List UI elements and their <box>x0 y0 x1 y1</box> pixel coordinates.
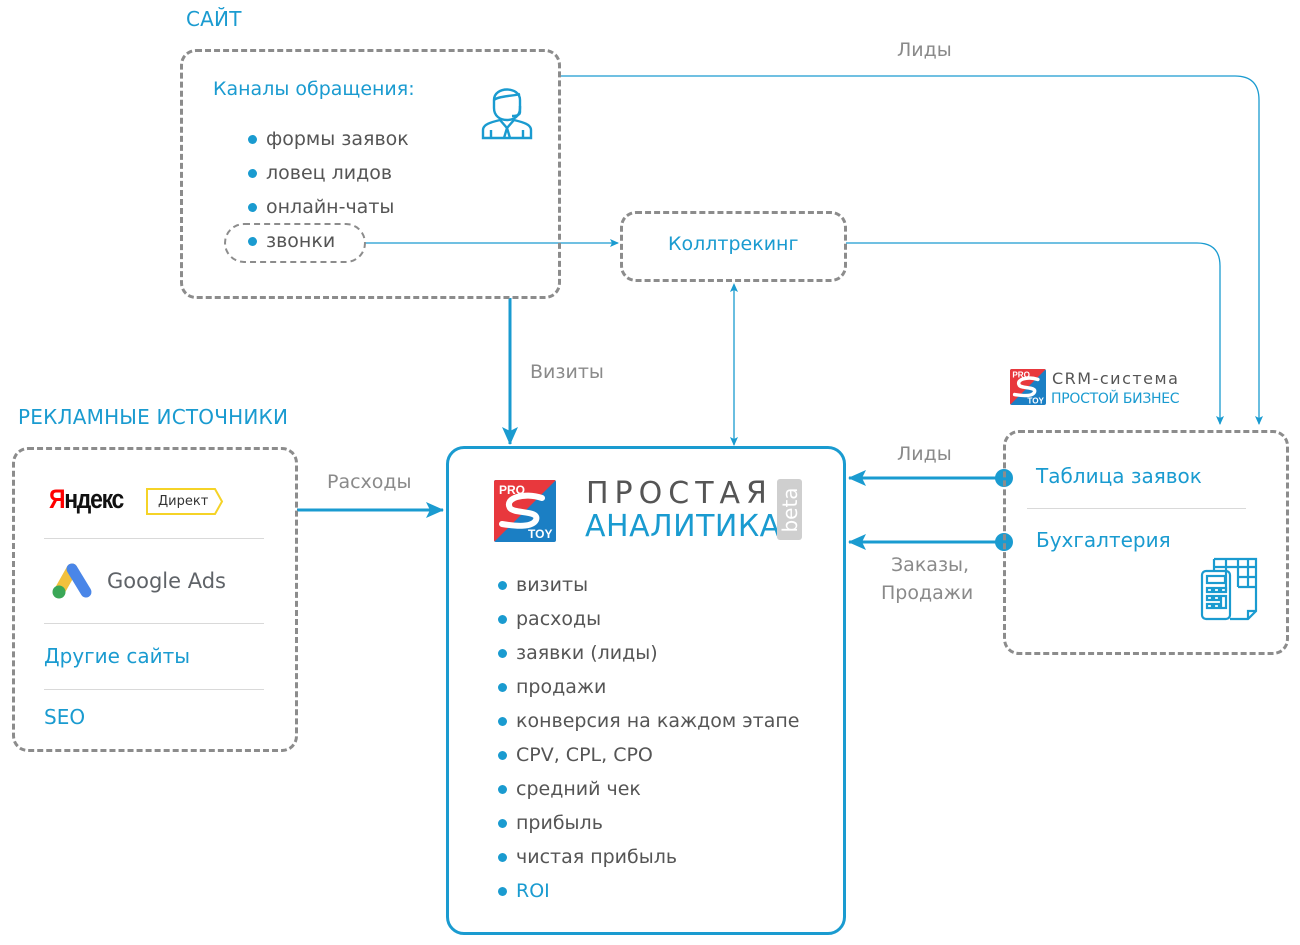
flow-label-visits: Визиты <box>530 361 604 383</box>
other-sites-label: Другие сайты <box>44 644 191 668</box>
bullet-dot <box>498 682 507 692</box>
crm-protoy-logo: PRO TOY <box>1010 369 1046 405</box>
crm-box <box>1003 430 1289 655</box>
divider <box>44 689 264 690</box>
analytics-title-line2: АНАЛИТИКА <box>585 509 781 544</box>
accounting-calculator-icon <box>1200 557 1260 627</box>
metric-item: заявки (лиды) <box>498 642 658 664</box>
direkt-badge: Директ <box>146 488 214 515</box>
calls-highlight-box <box>224 223 366 263</box>
channels-heading: Каналы обращения: <box>213 78 415 100</box>
metric-item: визиты <box>498 574 588 596</box>
bullet-dot <box>248 168 257 178</box>
site-box <box>180 49 561 299</box>
metric-label: средний чек <box>516 778 641 800</box>
bullet-dot <box>248 202 257 212</box>
divider <box>44 538 264 539</box>
flow-label-orders-1: Заказы, <box>891 554 970 576</box>
bullet-dot <box>498 716 507 726</box>
metric-item-roi: ROI <box>498 880 550 902</box>
analytics-title-line1: ПРОСТАЯ <box>586 476 773 511</box>
channel-item: онлайн-чаты <box>248 196 394 218</box>
bullet-dot <box>498 886 507 896</box>
beta-badge: beta <box>777 479 802 540</box>
bullet-dot <box>498 852 507 862</box>
direkt-label: Директ <box>158 494 209 509</box>
yandex-rest: ндекс <box>64 484 124 514</box>
metric-label: чистая прибыль <box>516 846 678 868</box>
calltracking-box <box>620 211 847 282</box>
channel-item: формы заявок <box>248 128 409 150</box>
metric-item: средний чек <box>498 778 641 800</box>
operator-headset-icon <box>478 78 536 144</box>
crm-title-line2: ПРОСТОЙ БИЗНЕС <box>1051 391 1180 407</box>
metric-label: конверсия на каждом этапе <box>516 710 800 732</box>
flow-label-orders-2: Продажи <box>881 582 974 604</box>
bullet-dot <box>248 236 257 246</box>
bullet-dot <box>498 580 507 590</box>
logo-text-toy: TOY <box>528 527 552 541</box>
flow-label-expenses: Расходы <box>327 471 412 493</box>
logo-text-toy: TOY <box>1027 396 1044 405</box>
channel-label: формы заявок <box>266 128 409 150</box>
metric-item: расходы <box>498 608 601 630</box>
google-ads-icon <box>51 561 95 605</box>
metric-item: продажи <box>498 676 606 698</box>
divider <box>1027 508 1246 509</box>
crm-item-accounting: Бухгалтерия <box>1036 528 1171 552</box>
crm-title-line1: CRM-система <box>1052 369 1180 388</box>
channel-item: ловец лидов <box>248 162 392 184</box>
ad-sources-box <box>12 447 298 752</box>
bullet-dot <box>498 648 507 658</box>
metric-item: конверсия на каждом этапе <box>498 710 799 732</box>
metric-label: ROI <box>516 880 550 902</box>
beta-label: beta <box>777 486 802 533</box>
site-section-title: САЙТ <box>186 7 242 31</box>
seo-label: SEO <box>44 705 86 729</box>
metric-label: расходы <box>516 608 602 630</box>
logo-text-pro: PRO <box>1012 371 1030 380</box>
metric-label: визиты <box>516 574 589 596</box>
crm-item-requests: Таблица заявок <box>1036 464 1202 488</box>
metric-item: CPV, CPL, CPO <box>498 744 653 766</box>
bullet-dot <box>248 134 257 144</box>
flow-calltracking-to-crm <box>846 242 1224 425</box>
bullet-dot <box>498 614 507 624</box>
metric-item: чистая прибыль <box>498 846 677 868</box>
protoy-logo: PRO TOY <box>494 480 556 542</box>
calltracking-label: Коллтрекинг <box>668 233 799 255</box>
divider <box>44 623 264 624</box>
metric-label: заявки (лиды) <box>516 642 658 664</box>
channel-label: звонки <box>266 230 336 252</box>
direkt-badge-tip <box>212 488 224 515</box>
flow-label-leads-top: Лиды <box>897 39 952 61</box>
channel-item-calls: звонки <box>248 230 335 252</box>
logo-text-pro: PRO <box>499 483 525 497</box>
channel-label: ловец лидов <box>266 162 393 184</box>
google-ads-label: Google Ads <box>107 569 226 593</box>
metric-label: продажи <box>516 676 607 698</box>
ad-sources-title: РЕКЛАМНЫЕ ИСТОЧНИКИ <box>18 405 289 429</box>
bullet-dot <box>498 818 507 828</box>
flow-label-leads-crm: Лиды <box>897 443 952 465</box>
bullet-dot <box>498 784 507 794</box>
bullet-dot <box>498 750 507 760</box>
yandex-logo: Яндекс <box>49 484 124 515</box>
metric-label: CPV, CPL, CPO <box>516 744 653 766</box>
metric-item: прибыль <box>498 812 603 834</box>
yandex-first-letter: Я <box>49 484 65 514</box>
flow-site-leads-to-crm <box>560 75 1263 425</box>
channel-label: онлайн-чаты <box>266 196 395 218</box>
metric-label: прибыль <box>516 812 603 834</box>
